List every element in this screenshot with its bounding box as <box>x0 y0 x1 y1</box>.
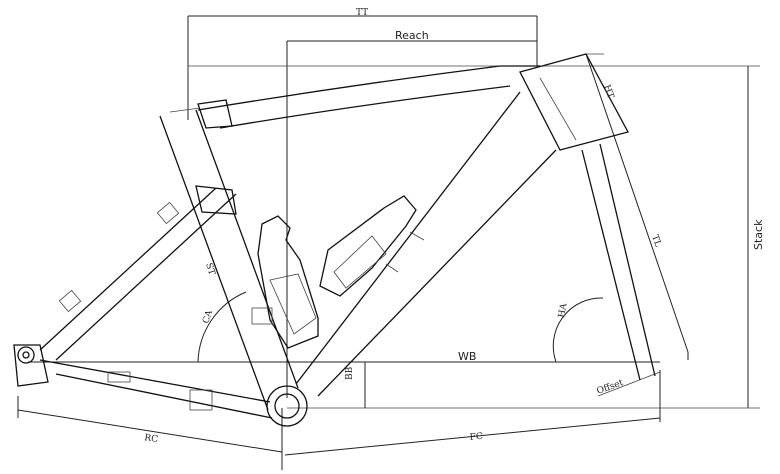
label-tl: TL <box>649 234 663 249</box>
water-bottle-seat-tube <box>251 215 319 349</box>
label-reach: Reach <box>395 29 429 42</box>
label-st: ST <box>203 262 216 277</box>
water-bottle-down-tube <box>319 195 425 297</box>
label-wb: WB <box>458 350 476 363</box>
frame-outline <box>13 53 656 427</box>
label-fc: FC <box>469 432 483 443</box>
label-ht: HT <box>601 84 615 100</box>
label-ca: CA <box>201 309 215 325</box>
label-stack: Stack <box>752 219 765 250</box>
label-ha: HA <box>557 302 569 318</box>
dimension-labels: TT Reach HT Stack TL HA ST CA WB BB Offs… <box>144 8 765 445</box>
label-rc: RC <box>144 433 159 445</box>
label-tt: TT <box>356 8 368 18</box>
label-bb: BB <box>345 366 355 380</box>
label-offset: Offset <box>596 378 625 397</box>
dimension-lines <box>17 15 760 470</box>
